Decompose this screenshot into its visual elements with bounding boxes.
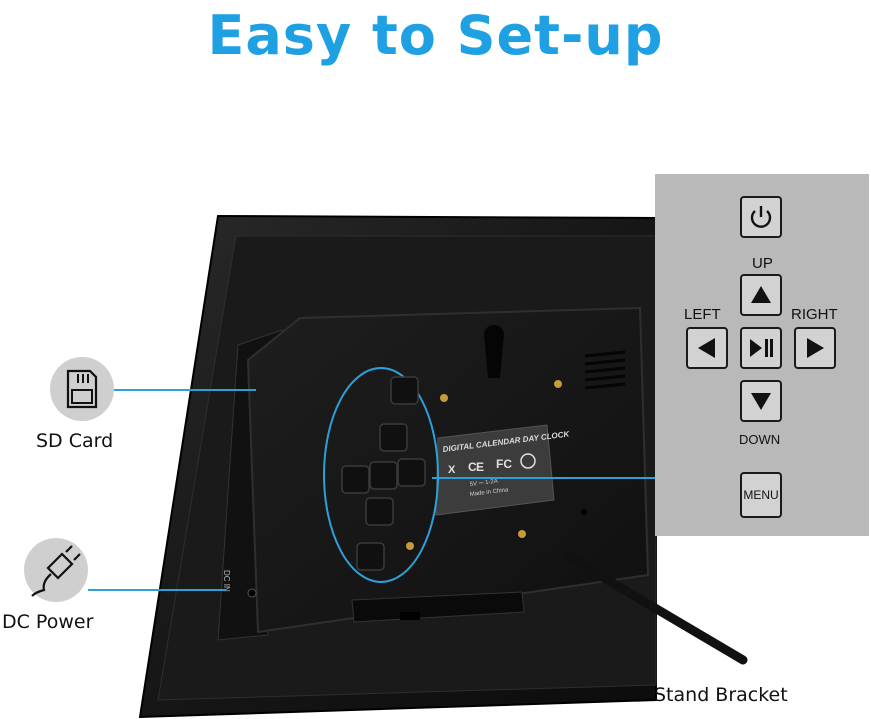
dc-port — [247, 588, 257, 598]
power-button[interactable] — [740, 196, 782, 238]
control-panel: UP LEFT RIGHT DOWN MENU — [655, 174, 869, 536]
left-button[interactable] — [686, 327, 728, 369]
play-pause-icon — [750, 339, 773, 357]
sd-card-label: SD Card — [36, 430, 114, 452]
left-arrow-icon — [698, 338, 715, 358]
sd-card-icon — [66, 369, 98, 409]
menu-button[interactable]: MENU — [740, 472, 782, 518]
down-label: DOWN — [739, 432, 781, 447]
down-arrow-icon — [751, 393, 771, 410]
down-button[interactable] — [740, 380, 782, 422]
label-rating: 5V ⎓ 1-2A — [470, 479, 499, 488]
speaker-grille — [584, 350, 626, 390]
small-hole — [581, 509, 587, 515]
back-buttons — [341, 376, 426, 571]
hanging-hole — [484, 325, 504, 378]
power-plug-icon-circle — [24, 538, 88, 602]
svg-text:X: X — [448, 464, 456, 476]
certification-marks: X C E FC — [448, 453, 536, 476]
dc-port-label: DC IN — [222, 570, 231, 592]
screws — [406, 380, 562, 550]
bottom-rail-notch — [400, 612, 420, 620]
label-origin: Made in China — [470, 487, 510, 498]
stand-bracket-label: Stand Bracket — [654, 684, 788, 706]
svg-text:C: C — [468, 460, 477, 474]
bottom-rail — [351, 591, 525, 623]
up-arrow-icon — [751, 286, 771, 303]
buttons-highlight-ellipse — [323, 367, 439, 583]
right-arrow-icon — [807, 338, 824, 358]
dc-power-label: DC Power — [2, 611, 94, 633]
svg-text:FC: FC — [496, 457, 512, 471]
right-label: RIGHT — [791, 306, 838, 323]
play-pause-button[interactable] — [740, 327, 782, 369]
up-label: UP — [752, 255, 773, 272]
right-button[interactable] — [794, 327, 836, 369]
left-label: LEFT — [684, 306, 721, 323]
sd-card-icon-circle — [50, 357, 114, 421]
power-icon — [750, 206, 772, 228]
svg-text:E: E — [476, 460, 484, 474]
stand-bracket — [562, 551, 748, 665]
up-button[interactable] — [740, 274, 782, 316]
page-title: Easy to Set-up — [207, 4, 664, 67]
power-plug-icon — [31, 545, 81, 597]
